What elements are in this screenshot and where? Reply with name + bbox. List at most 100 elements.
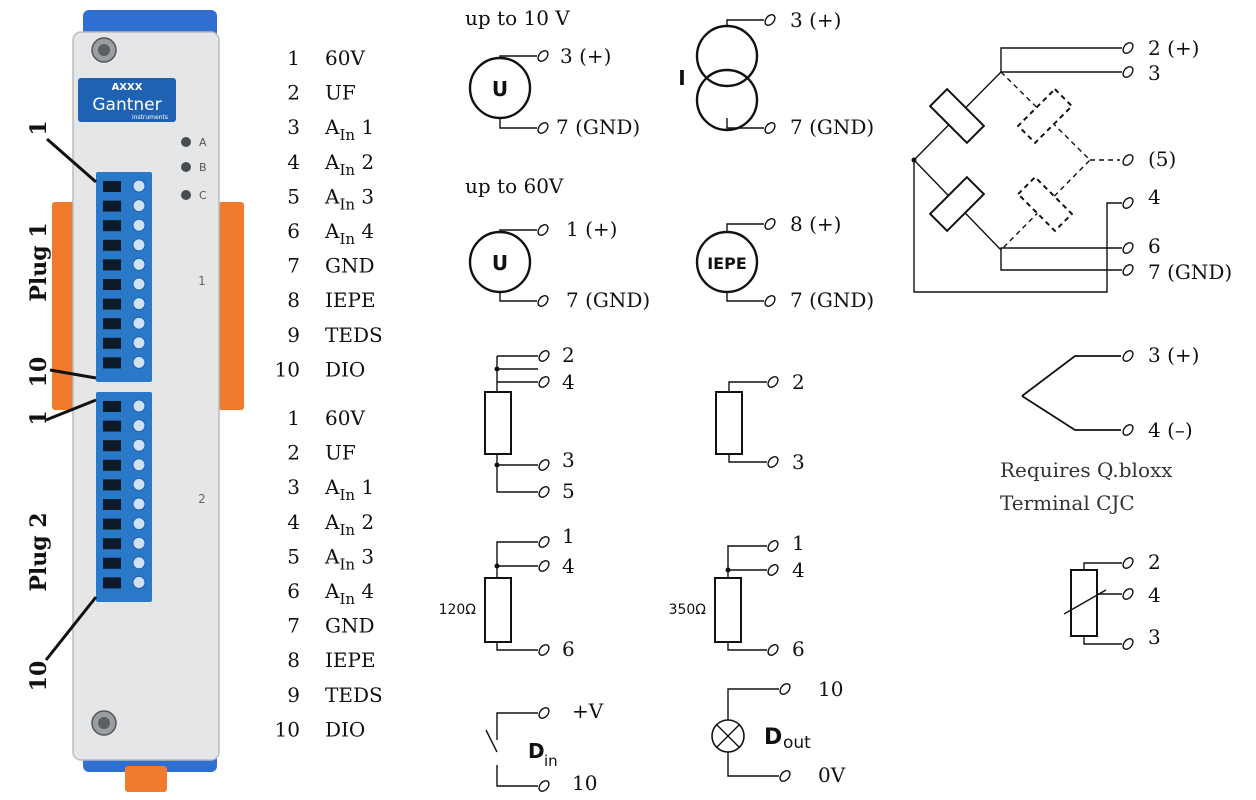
terminal-label: 3 (+) (1148, 343, 1199, 367)
pin-number: 6 (287, 219, 300, 243)
pin-label-suffix: 1 (355, 475, 374, 499)
module-image: AXXX Gantner instruments ABC 1 2 (52, 10, 244, 792)
wire-entry-icon (103, 220, 121, 232)
pin-label-suffix: 3 (355, 544, 374, 568)
resistor-120-diagram: 120Ω 1 4 6 (439, 524, 575, 661)
resistor-4wire-diagram: 2 4 3 5 (484, 343, 575, 503)
terminal-label: 1 (562, 524, 575, 548)
terminal-screw-icon (132, 199, 146, 213)
pin-label-main: TEDS (325, 683, 383, 707)
wire-entry-icon (103, 279, 121, 290)
pin-number: 8 (287, 648, 300, 672)
terminal-label: 7 (GND) (566, 288, 650, 312)
wire-entry-icon (103, 538, 121, 550)
pin-label: 60V (325, 46, 365, 70)
terminal-screw-icon (132, 179, 146, 193)
terminal-label: 2 (562, 343, 575, 367)
digital-output-symbol: D (764, 725, 782, 750)
plug-annotations: 1 Plug 1 10 1 Plug 2 10 (26, 120, 98, 691)
rtd-diagram: 2 4 3 (1063, 550, 1161, 650)
wire-entry-icon (103, 318, 121, 330)
terminal-label: 8 (+) (790, 212, 841, 236)
terminal-screw-icon (132, 517, 146, 531)
pin-label: 60V (325, 406, 365, 430)
release-tab (125, 766, 167, 792)
wire-entry-icon (103, 420, 121, 432)
voltage-source-symbol: U (492, 251, 508, 275)
iepe-diagram: IEPE 8 (+) 7 (GND) (695, 212, 874, 312)
wire-entry-icon (103, 577, 121, 589)
pin-label-main: DIO (325, 717, 365, 741)
terminal-screw-icon (132, 316, 146, 330)
status-led-icon (181, 162, 191, 172)
wire-entry-icon (103, 239, 121, 251)
terminal-screw-icon (132, 438, 146, 452)
terminal-label: 2 (1148, 550, 1161, 574)
pin-number: 8 (287, 288, 300, 312)
terminal-label: 6 (562, 637, 575, 661)
plug1-end-marker: 10 (26, 357, 52, 388)
pin-number: 10 (275, 357, 300, 381)
pin-number: 7 (287, 614, 300, 638)
pin-label: DIO (325, 357, 365, 381)
pin-label-suffix: 3 (355, 184, 374, 208)
side-tab-right (218, 202, 244, 410)
pin-label: GND (325, 254, 375, 278)
pin-label: AIn 3 (324, 184, 374, 213)
terminal-label: 6 (1148, 234, 1161, 258)
terminal-label: 5 (562, 479, 575, 503)
wire-entry-icon (103, 200, 121, 212)
pin-number: 4 (287, 510, 300, 534)
pin-label-main: A (324, 115, 340, 139)
terminal-screw-icon (132, 218, 146, 232)
terminal-blocks (96, 172, 152, 602)
terminal-screw-icon (132, 458, 146, 472)
terminal-label: 4 (562, 370, 575, 394)
terminal-label: 7 (GND) (790, 288, 874, 312)
terminal-screw-icon (132, 419, 146, 433)
current-source-diagram: I 3 (+) 7 (GND) (678, 8, 874, 139)
pin-label-main: A (324, 544, 340, 568)
pin-label-main: A (324, 219, 340, 243)
brand-sub: instruments (132, 114, 168, 121)
digital-output-diagram: D out 10 0V (711, 677, 846, 787)
pin-label-suffix: 4 (355, 579, 374, 603)
pin-number: 2 (287, 81, 300, 105)
pin-label-main: DIO (325, 357, 365, 381)
pin-label: AIn 3 (324, 544, 374, 573)
terminal-screw-icon (132, 297, 146, 311)
terminal-screw-icon (132, 497, 146, 511)
terminal-label: 6 (792, 637, 805, 661)
terminal-label: 3 (562, 448, 575, 472)
led-label: B (199, 161, 207, 174)
pin-label-suffix: 1 (355, 115, 374, 139)
pin-number: 9 (287, 683, 300, 707)
pin-label-main: 60V (325, 406, 365, 430)
pin-label-sub: In (339, 161, 355, 179)
plug1-start-marker: 1 (26, 120, 52, 135)
pin-label: AIn 2 (324, 150, 374, 179)
pin-label: AIn 4 (324, 219, 374, 248)
pin-label: AIn 1 (324, 475, 374, 504)
terminal-screw-icon (132, 336, 146, 350)
terminal-screw-icon (132, 355, 146, 369)
lamp-icon (711, 719, 745, 753)
caption-voltage-10v: up to 10 V (465, 6, 570, 30)
terminal-screw-icon (132, 277, 146, 291)
pin-label-main: UF (325, 81, 356, 105)
pin-label-sub: In (339, 195, 355, 213)
wire-entry-icon (103, 298, 121, 310)
terminal-screw-icon (132, 399, 146, 413)
resistor-2wire-diagram: 2 3 (715, 370, 805, 474)
caption-voltage-60v: up to 60V (465, 174, 564, 198)
pin-number: 1 (287, 46, 300, 70)
plug2-start-marker: 1 (26, 410, 52, 425)
pin-label-main: A (324, 579, 340, 603)
pin-label: DIO (325, 717, 365, 741)
terminal-screw-icon (132, 238, 146, 252)
pin-label-sub: In (339, 590, 355, 608)
status-led-icon (181, 190, 191, 200)
pin-label-main: IEPE (325, 648, 376, 672)
terminal-label: 7 (GND) (1148, 260, 1232, 284)
wire-entry-icon (103, 357, 121, 369)
